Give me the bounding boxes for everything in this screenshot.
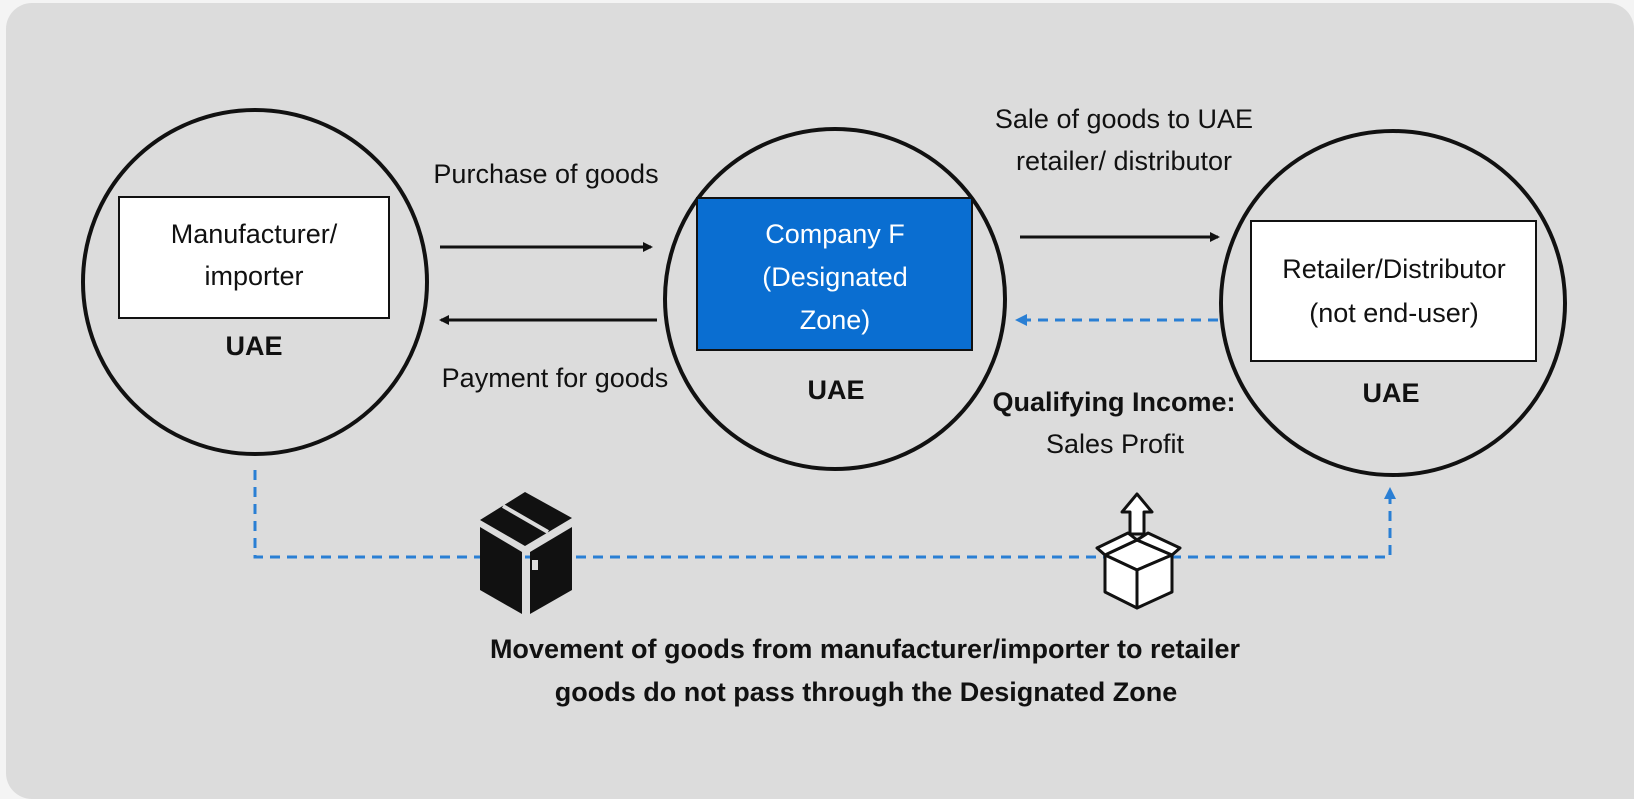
manufacturer-location: UAE [225,331,282,361]
company-label-line2: (Designated [762,262,908,292]
company-label-line1: Company F [765,219,905,249]
caption-line2: goods do not pass through the Designated… [555,677,1178,707]
purchase-label: Purchase of goods [433,159,658,189]
sale-label-line1: Sale of goods to UAE [995,104,1253,134]
manufacturer-circle [81,108,429,456]
closed-box-icon [480,492,572,614]
company-circle [663,127,1007,471]
income-label-line2: Sales Profit [1046,429,1185,459]
company-location: UAE [807,375,864,405]
open-box-upload-icon [1095,492,1182,610]
company-label-line3: Zone) [800,305,871,335]
company-box [696,197,973,351]
manufacturer-label-line2: importer [204,261,303,291]
retailer-location: UAE [1362,378,1419,408]
retailer-label-line1: Retailer/Distributor [1282,254,1506,284]
goods-movement-path [253,470,1396,559]
retailer-box [1250,220,1537,362]
caption-line1: Movement of goods from manufacturer/impo… [490,634,1241,664]
retailer-label-line2: (not end-user) [1309,298,1479,328]
manufacturer-label-line1: Manufacturer/ [171,219,338,249]
sale-label-line2: retailer/ distributor [1016,146,1232,176]
payment-label: Payment for goods [442,363,669,393]
income-label-line1: Qualifying Income: [992,387,1235,417]
manufacturer-box [118,196,390,319]
retailer-circle [1219,129,1567,477]
